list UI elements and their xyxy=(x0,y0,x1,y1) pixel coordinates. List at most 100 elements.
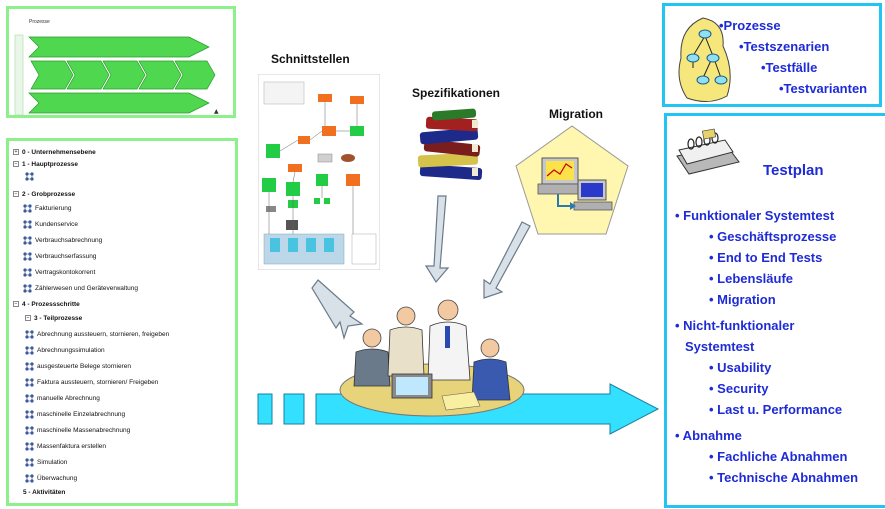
tree-item-label: 1 - Hauptprozesse xyxy=(22,160,78,168)
planner-icon xyxy=(676,128,740,175)
tree-item[interactable]: Faktura aussteuern, stornieren/ Freigebe… xyxy=(25,377,158,387)
process-icon xyxy=(25,473,35,483)
label-migration: Migration xyxy=(549,107,603,121)
testplan-item-9: • Last u. Performance xyxy=(709,402,843,417)
hierarchy-tree-icon xyxy=(678,17,731,102)
books-icon xyxy=(417,108,483,181)
testplan-item-12: • Technische Abnahmen xyxy=(709,470,859,485)
tree-item-label: Kundenservice xyxy=(35,220,78,228)
process-icon xyxy=(25,345,35,355)
testplan-item-10: • Abnahme xyxy=(675,428,742,443)
tree-item[interactable]: Simulation xyxy=(25,457,67,467)
process-icon xyxy=(25,393,35,403)
migration-pentagon xyxy=(515,125,629,235)
testplan-item-1: • Geschäftsprozesse xyxy=(709,229,837,244)
tree-item[interactable]: Zählerwesen und Geräteverwaltung xyxy=(23,283,138,293)
tree-item[interactable]: −4 - Prozessschritte xyxy=(13,299,80,309)
process-icon xyxy=(25,409,35,419)
process-icon xyxy=(23,219,33,229)
process-icon xyxy=(23,267,33,277)
tree-item-label: Verbrauchsabrechnung xyxy=(35,236,103,244)
process-tree-panel: +0 - Unternehmensebene−1 - Hauptprozesse… xyxy=(6,138,238,506)
process-icon xyxy=(25,361,35,371)
testplan-item-4: • Migration xyxy=(709,292,776,307)
tree-item-label: maschinelle Massenabrechnung xyxy=(37,426,131,434)
tree-item[interactable]: Massenfaktura erstellen xyxy=(25,441,106,451)
process-icon xyxy=(25,457,35,467)
tree-item[interactable]: −2 - Grobprozesse xyxy=(13,189,75,199)
tree-item-label: Fakturierung xyxy=(35,204,72,212)
collapse-icon[interactable]: − xyxy=(13,191,19,197)
tree-item-label: 4 - Prozessschritte xyxy=(22,300,80,308)
label-spezifikationen: Spezifikationen xyxy=(412,86,501,100)
svg-text:▲: ▲ xyxy=(214,108,219,115)
process-icon xyxy=(23,251,33,261)
process-icon xyxy=(25,377,35,387)
hierarchy-line-3: •Testfälle xyxy=(761,60,818,75)
tree-item[interactable]: −1 - Hauptprozesse xyxy=(13,159,78,169)
tree-item-label: Faktura aussteuern, stornieren/ Freigebe… xyxy=(37,378,159,386)
tree-item[interactable]: Verbrauchserfassung xyxy=(23,251,96,261)
hierarchy-line-1: •Prozesse xyxy=(719,18,781,33)
tree-item[interactable]: Verbrauchsabrechnung xyxy=(23,235,102,245)
tree-item-label: Überwachung xyxy=(37,474,78,482)
tree-item[interactable]: maschinelle Einzelabrechnung xyxy=(25,409,125,419)
tree-item-label: 2 - Grobprozesse xyxy=(22,190,76,198)
testplan-item-2: • End to End Tests xyxy=(709,250,823,265)
tree-item-label: Verbrauchserfassung xyxy=(35,252,97,260)
process-icon xyxy=(25,171,35,181)
collapse-icon[interactable]: − xyxy=(13,301,19,307)
tree-item-label: Abrechnung aussteuern, stornieren, freig… xyxy=(37,330,170,338)
tree-item[interactable] xyxy=(25,171,37,181)
tree-item[interactable]: maschinelle Massenabrechnung xyxy=(25,425,130,435)
hierarchy-line-2: •Testszenarien xyxy=(739,39,830,54)
tree-item[interactable]: ausgesteuerte Belege stornieren xyxy=(25,361,131,371)
testplan-item-6: Systemtest xyxy=(685,339,755,354)
testplan-box: Testplan • Funktionaler Systemtest • Ges… xyxy=(664,113,885,508)
team-illustration xyxy=(339,299,525,417)
testplan-item-3: • Lebensläufe xyxy=(709,271,794,286)
label-schnittstellen: Schnittstellen xyxy=(271,52,350,66)
test-hierarchy-box: •Prozesse •Testszenarien •Testfälle •Tes… xyxy=(662,3,882,107)
tree-item[interactable]: 5 - Aktivitäten xyxy=(23,487,65,497)
tree-item[interactable]: Kundenservice xyxy=(23,219,78,229)
testplan-item-0: • Funktionaler Systemtest xyxy=(675,208,835,223)
testplan-item-8: • Security xyxy=(709,381,769,396)
tree-item-label: Vertragskontokorrent xyxy=(35,268,96,276)
interface-diagram xyxy=(258,74,380,270)
collapse-icon[interactable]: − xyxy=(13,161,19,167)
testplan-title: Testplan xyxy=(763,162,824,179)
tree-item-label: maschinelle Einzelabrechnung xyxy=(37,410,126,418)
testplan-item-5: • Nicht-funktionaler xyxy=(675,318,795,333)
tree-item-label: Simulation xyxy=(37,458,68,466)
process-icon xyxy=(25,425,35,435)
process-icon xyxy=(23,203,33,213)
testplan-item-11: • Fachliche Abnahmen xyxy=(709,449,848,464)
tree-item-label: Zählerwesen und Geräteverwaltung xyxy=(35,284,138,292)
tree-item[interactable]: Abrechnung aussteuern, stornieren, freig… xyxy=(25,329,169,339)
tree-item[interactable]: Vertragskontokorrent xyxy=(23,267,95,277)
expand-icon[interactable]: + xyxy=(13,149,19,155)
tree-item[interactable]: Fakturierung xyxy=(23,203,72,213)
process-icon xyxy=(25,441,35,451)
tree-item-label: manuelle Abrechnung xyxy=(37,394,100,402)
process-thumbnail-title: Prozesse xyxy=(29,19,50,25)
process-icon xyxy=(25,329,35,339)
tree-item-label: 5 - Aktivitäten xyxy=(23,488,66,496)
tree-item[interactable]: −3 - Teilprozesse xyxy=(25,313,82,323)
tree-item-label: ausgesteuerte Belege stornieren xyxy=(37,362,131,370)
hierarchy-line-4: •Testvarianten xyxy=(779,81,868,96)
tree-item[interactable]: +0 - Unternehmensebene xyxy=(13,147,96,157)
tree-item-label: Abrechnungssimulation xyxy=(37,346,105,354)
process-flow-graphic: ▲ xyxy=(14,34,219,115)
collapse-icon[interactable]: − xyxy=(25,315,31,321)
tree-item-label: 3 - Teilprozesse xyxy=(34,314,83,322)
tree-item[interactable]: Abrechnungssimulation xyxy=(25,345,105,355)
process-icon xyxy=(23,283,33,293)
testplan-item-7: • Usability xyxy=(709,360,772,375)
tree-item[interactable]: manuelle Abrechnung xyxy=(25,393,100,403)
tree-item-label: 0 - Unternehmensebene xyxy=(22,148,96,156)
process-thumbnail: Prozesse ▲ xyxy=(6,6,236,118)
tree-item[interactable]: Überwachung xyxy=(25,473,77,483)
